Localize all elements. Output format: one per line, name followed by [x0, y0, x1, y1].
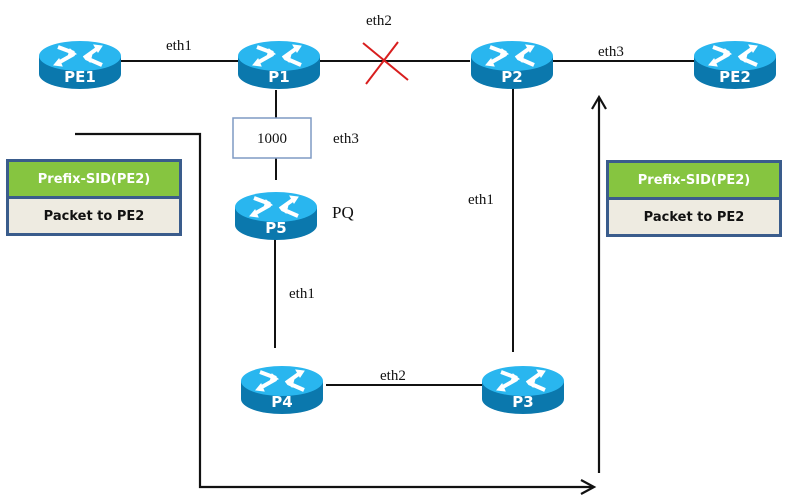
- router-label: P2: [501, 68, 522, 86]
- arrow-right-icon: [580, 479, 597, 495]
- router-p1[interactable]: P1: [236, 39, 322, 91]
- prefix-sid-label: Prefix-SID(PE2): [609, 163, 779, 200]
- router-p3[interactable]: P3: [480, 364, 566, 416]
- link-label-p3-p2: eth1: [468, 192, 494, 208]
- pq-node-label: PQ: [332, 203, 354, 222]
- traffic-path: [75, 94, 607, 495]
- link-label-pe1-p1: eth1: [166, 38, 192, 54]
- router-label: P5: [265, 219, 286, 237]
- arrow-up-icon: [591, 94, 607, 110]
- link-label-p4-p3: eth2: [380, 368, 406, 384]
- link-failure-icon: [362, 41, 409, 85]
- link-label-p1-p5: eth3: [333, 131, 359, 147]
- router-p5[interactable]: P5: [233, 190, 319, 242]
- prefix-sid-label: Prefix-SID(PE2): [9, 162, 179, 199]
- router-p4[interactable]: P4: [239, 364, 325, 416]
- link-label-p2-pe2: eth3: [598, 44, 624, 60]
- router-pe1[interactable]: PE1: [37, 39, 123, 91]
- router-label: P3: [512, 393, 533, 411]
- link-label-p1-p2: eth2: [366, 13, 392, 29]
- link-label-p5-p4: eth1: [289, 286, 315, 302]
- router-pe2[interactable]: PE2: [692, 39, 778, 91]
- traffic-path-line: [75, 132, 592, 489]
- metric-value: 1000: [257, 131, 287, 147]
- label-stack-egress: Prefix-SID(PE2) Packet to PE2: [606, 160, 782, 237]
- label-stack-ingress: Prefix-SID(PE2) Packet to PE2: [6, 159, 182, 236]
- router-p2[interactable]: P2: [469, 39, 555, 91]
- router-label: PE1: [64, 68, 96, 86]
- router-label: P1: [268, 68, 289, 86]
- packet-payload-label: Packet to PE2: [609, 200, 779, 234]
- metric-box: [232, 117, 312, 159]
- router-label: PE2: [719, 68, 751, 86]
- links: [118, 60, 694, 386]
- packet-payload-label: Packet to PE2: [9, 199, 179, 233]
- router-label: P4: [271, 393, 292, 411]
